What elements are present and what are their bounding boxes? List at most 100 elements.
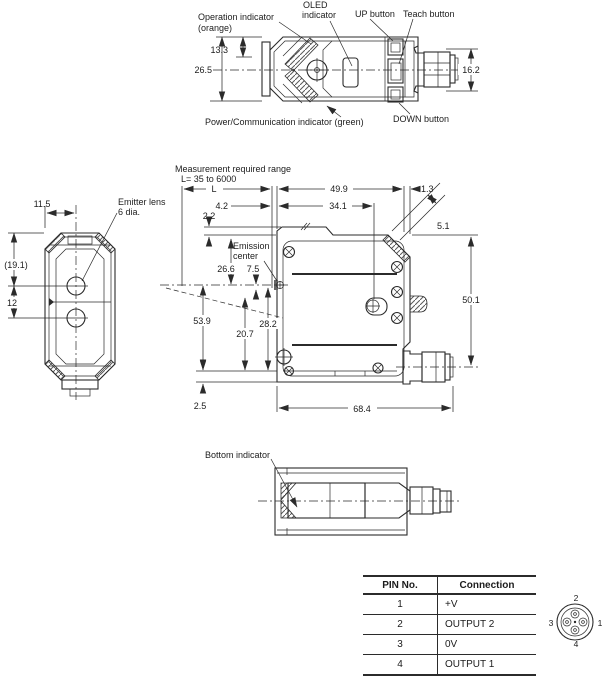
bottom-indicator-strip (287, 482, 366, 519)
top-view-left-step (261, 41, 271, 97)
oled-indicator-label-2: indicator (302, 10, 336, 20)
top-view-body-outline (269, 36, 419, 102)
dim-28-2: 28.2 (259, 319, 277, 329)
front-view-grooves (292, 273, 397, 346)
pin-number: 1 (363, 594, 438, 615)
side-view: 11.5 Emitter lens 6 dia. (19.1) 12 (1, 197, 166, 400)
pin-number: 4 (363, 654, 438, 675)
dim-49-9: 49.9 (330, 184, 348, 194)
side-view-body-outline (44, 232, 116, 381)
pin-number: 2 (363, 614, 438, 635)
dim-26-6: 26.6 (217, 264, 235, 274)
break-marks (300, 222, 311, 231)
dim-13-3: 13.3 (210, 45, 228, 55)
bottom-view-edge-lines (277, 468, 405, 535)
pin-table-header-pin: PIN No. (363, 576, 438, 595)
pin-table-row-4: 4 OUTPUT 1 (363, 654, 536, 675)
dim-4-2: 4.2 (215, 201, 228, 211)
dim-16-2: 16.2 (462, 65, 480, 75)
pin-connection: OUTPUT 2 (437, 614, 536, 635)
connector-pins (562, 609, 588, 635)
top-view: Operation indicator (orange) OLED indica… (194, 0, 484, 127)
connector-inner-circle (560, 607, 590, 637)
emission-center-label-2: center (233, 251, 258, 261)
front-view-bottom-line (283, 370, 397, 376)
bottom-view-body-outline (274, 467, 408, 536)
connector-pin-3-label: 3 (549, 618, 554, 628)
top-view-leaders (278, 18, 414, 118)
mounting-slot (365, 297, 388, 316)
front-view-body-outline (276, 226, 411, 383)
pin-connection: OUTPUT 1 (445, 659, 495, 670)
top-view-panel-divider (322, 40, 333, 98)
pin-table-header-connection: Connection (437, 576, 536, 595)
dim-19-1: (19.1) (4, 260, 28, 270)
bottom-indicator-label: Bottom indicator (205, 450, 270, 460)
dim-L: L (211, 184, 216, 194)
front-screws (282, 245, 404, 377)
top-view-body-inner (273, 40, 415, 98)
dim-5-1: 5.1 (437, 221, 450, 231)
oled-window (342, 57, 359, 88)
top-screw (305, 58, 329, 82)
up-button (387, 38, 404, 56)
dim-7-5: 7.5 (247, 264, 260, 274)
pin-table-row-2: 2 OUTPUT 2 (363, 614, 536, 635)
pin-connection: 0V (437, 634, 536, 655)
pin-connection: +V (437, 594, 536, 615)
side-view-panel (55, 248, 105, 365)
receiver-axis-line (165, 287, 284, 319)
side-tab (409, 295, 428, 313)
operation-indicator-label: Operation indicator (198, 12, 274, 22)
operation-indicator-label-2: (orange) (198, 23, 232, 33)
emission-center-label: Emission (233, 241, 270, 251)
power-comm-indicator-label: Power/Communication indicator (green) (205, 117, 364, 127)
up-button-label: UP button (355, 9, 395, 19)
pin-number: 3 (363, 634, 438, 655)
bottom-indicator-leader (270, 458, 298, 508)
top-view-device (213, 36, 462, 104)
bottom-connector-barrel (409, 486, 434, 515)
connector-pin-1-label: 1 (598, 618, 603, 628)
operation-indicator-bar (284, 37, 319, 72)
pin-table-row-1: 1 +V (363, 594, 536, 615)
bottom-connector-ring-2 (439, 490, 452, 513)
side-chamfer-br (94, 359, 116, 381)
side-view-top-detail (67, 235, 93, 245)
side-view-stub-2 (69, 388, 91, 397)
down-button (387, 86, 404, 103)
down-button-label: DOWN button (393, 114, 449, 124)
dim-12: 12 (7, 298, 17, 308)
dim-11-5: 11.5 (34, 199, 51, 209)
dim-68-4: 68.4 (353, 404, 371, 414)
dim-20-7: 20.7 (236, 329, 254, 339)
dim-34-1: 34.1 (329, 201, 347, 211)
top-view-chevron-lines (282, 36, 303, 104)
dim-26-5: 26.5 (194, 65, 212, 75)
pin-table-row-3: 3 0V (363, 634, 536, 655)
top-view-dimensions (210, 36, 484, 102)
side-view-body-inner (48, 236, 112, 377)
mounting-hole-bottom (275, 348, 293, 366)
side-view-stub (61, 379, 99, 390)
top-view-connector (413, 45, 459, 94)
teach-button-label: Teach button (403, 9, 455, 19)
power-comm-indicator-bar (284, 68, 319, 103)
side-view-device (44, 205, 116, 400)
side-view-notch (49, 298, 54, 306)
side-chamfer-bl (44, 359, 66, 381)
button-column-lines (384, 37, 406, 101)
pin-table: PIN No. Connection 1 +V 2 OUTPUT 2 3 0V … (363, 575, 536, 676)
side-chamfer-tl (44, 232, 66, 254)
dim-1-3: 1.3 (421, 184, 434, 194)
oled-indicator-label: OLED (303, 0, 328, 10)
measurement-range-label: Measurement required range (175, 164, 291, 174)
front-view: Measurement required range L= 35 to 6000… (160, 164, 485, 414)
dim-2-5: 2.5 (194, 401, 207, 411)
pin-table-header-row: PIN No. Connection (363, 576, 536, 595)
front-view-connector (402, 350, 454, 385)
dim-2-2: 2.2 (203, 211, 216, 221)
bottom-connector-boss (364, 482, 411, 519)
